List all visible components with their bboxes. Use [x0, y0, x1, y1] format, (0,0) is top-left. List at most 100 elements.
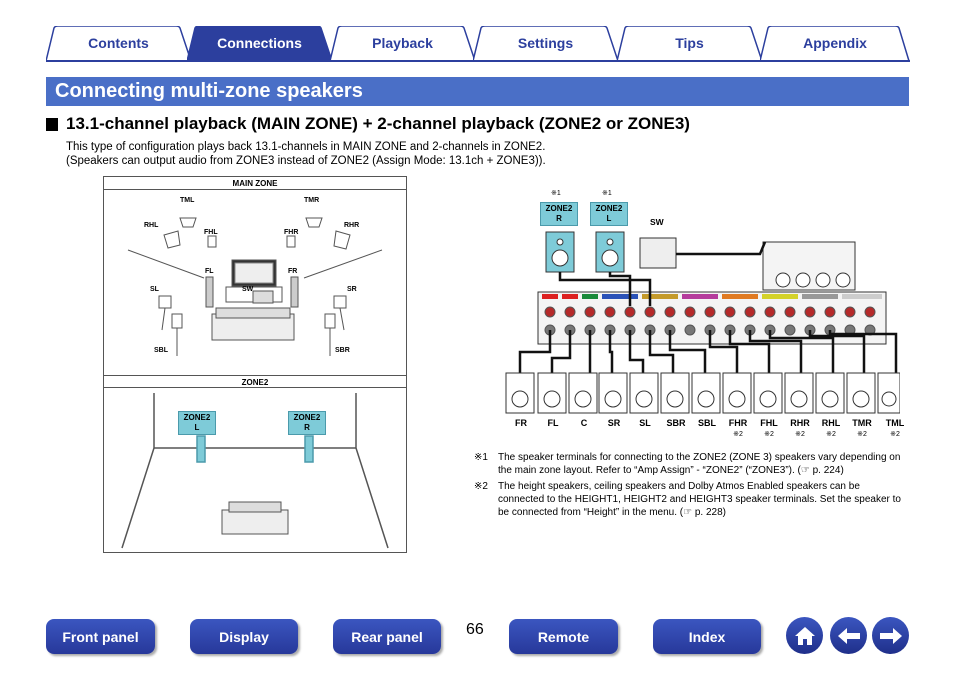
note-mark: ※1	[551, 190, 561, 197]
home-button[interactable]	[786, 617, 823, 654]
speaker-label-rhl: RHL	[144, 222, 159, 229]
rear-speaker-note: ※2	[795, 431, 805, 438]
rear-speaker-label: TML	[885, 418, 905, 428]
zone-tag-line: ZONE2	[183, 413, 211, 422]
rear-panel-button[interactable]: Rear panel	[333, 619, 441, 654]
rear-speaker-note: ※2	[890, 431, 900, 438]
display-button[interactable]: Display	[190, 619, 298, 654]
footnote-mark: ※1	[474, 452, 488, 463]
speaker-label-fr: FR	[288, 268, 298, 275]
rear-speaker-label: TMR	[852, 418, 872, 428]
subwoofer-label: SW	[650, 217, 664, 227]
page-number: 66	[466, 621, 484, 638]
heading-square-icon	[46, 117, 58, 131]
rear-speaker-label: SBL	[698, 418, 716, 428]
tab-settings[interactable]: Settings	[473, 26, 618, 61]
remote-button[interactable]: Remote	[509, 619, 618, 654]
rear-speaker-label: FHR	[728, 418, 748, 428]
zone-tag-line: ZONE2	[545, 204, 573, 213]
front-panel-button[interactable]: Front panel	[46, 619, 155, 654]
rear-speaker-label: C	[580, 418, 588, 428]
speaker-label-fl: FL	[205, 268, 214, 275]
speaker-label-sbr: SBR	[335, 347, 350, 354]
rear-speaker-label: RHR	[790, 418, 810, 428]
main-zone-label: MAIN ZONE	[104, 177, 406, 190]
speaker-label-tmr: TMR	[304, 197, 320, 204]
speaker-label-sbl: SBL	[154, 347, 168, 354]
page-ref-link[interactable]: p. 228	[694, 507, 723, 518]
footnote: ※1 The speaker terminals for connecting …	[474, 451, 904, 477]
rear-zone2-r-tag: ZONE2 R	[540, 202, 578, 226]
intro-text: This type of configuration plays back 13…	[66, 140, 546, 168]
chapter-tabs: Contents Connections Playback Settings T…	[46, 26, 910, 62]
page-ref-icon: ☞	[800, 465, 810, 476]
intro-line: This type of configuration plays back 13…	[66, 141, 546, 153]
rear-speaker-label: FHL	[760, 418, 778, 428]
page-title-bar: Connecting multi-zone speakers	[46, 77, 909, 106]
footnote-body: The height speakers, ceiling speakers an…	[498, 481, 901, 518]
zone-tag-line: L	[606, 214, 612, 223]
rear-speaker-note: ※2	[826, 431, 836, 438]
tab-label: Settings	[517, 35, 574, 51]
footnote-mark: ※2	[474, 481, 488, 492]
speaker-terminal-strip	[542, 294, 882, 299]
zone-tag-line: R	[556, 214, 562, 223]
tab-label: Connections	[217, 35, 302, 51]
rear-speaker-label: SR	[607, 418, 621, 428]
speaker-label-sr: SR	[347, 286, 357, 293]
note-mark: ※1	[602, 190, 612, 197]
zone-tag-line: L	[194, 423, 200, 432]
speaker-label-tml: TML	[180, 197, 195, 204]
tab-label: Tips	[675, 35, 704, 51]
footnote-body: The speaker terminals for connecting to …	[498, 452, 901, 476]
tab-tips[interactable]: Tips	[617, 26, 762, 61]
zone2-left-tag: ZONE2 L	[178, 411, 216, 435]
zone2-label: ZONE2	[104, 375, 406, 388]
zone-tag-line: R	[304, 423, 310, 432]
rear-panel-wiring-diagram	[505, 231, 900, 414]
page-ref-link[interactable]: p. 224	[812, 465, 841, 476]
footnote: ※2 The height speakers, ceiling speakers…	[474, 480, 904, 519]
zone-tag-line: ZONE2	[293, 413, 321, 422]
tab-contents[interactable]: Contents	[46, 26, 191, 61]
footnote-text: The height speakers, ceiling speakers an…	[498, 481, 901, 518]
index-button[interactable]: Index	[653, 619, 761, 654]
zone-tag-line: ZONE2	[595, 204, 623, 213]
home-icon	[794, 626, 815, 645]
rear-speaker-label: SBR	[666, 418, 686, 428]
rear-zone2-l-tag: ZONE2 L	[590, 202, 628, 226]
speaker-label-sl: SL	[150, 286, 159, 293]
rear-speaker-note: ※2	[857, 431, 867, 438]
main-zone-room-drawing	[127, 217, 383, 356]
intro-line: (Speakers can output audio from ZONE3 in…	[66, 155, 546, 167]
zone2-right-tag: ZONE2 R	[288, 411, 326, 435]
rear-speaker-label: RHL	[821, 418, 841, 428]
page-ref-icon: ☞	[683, 507, 693, 518]
tab-connections[interactable]: Connections	[187, 26, 332, 61]
rear-speaker-label: FR	[515, 418, 527, 428]
arrow-right-icon	[879, 627, 902, 644]
section-heading: 13.1-channel playback (MAIN ZONE) + 2-ch…	[46, 114, 690, 134]
speaker-label-fhl: FHL	[204, 229, 218, 236]
tab-appendix[interactable]: Appendix	[760, 26, 910, 61]
page-title: Connecting multi-zone speakers	[55, 80, 363, 102]
zone2-room-drawing	[121, 393, 389, 549]
speaker-label-fhr: FHR	[284, 229, 299, 236]
section-heading-text: 13.1-channel playback (MAIN ZONE) + 2-ch…	[66, 114, 690, 133]
arrow-left-icon	[837, 627, 860, 644]
footnotes: ※1 The speaker terminals for connecting …	[474, 451, 904, 522]
tab-divider	[46, 60, 910, 62]
tab-playback[interactable]: Playback	[330, 26, 475, 61]
speaker-label-sw: SW	[242, 286, 254, 293]
speaker-label-rhr: RHR	[344, 222, 360, 229]
footnote-text: The speaker terminals for connecting to …	[498, 452, 901, 476]
rear-speaker-note: ※2	[764, 431, 774, 438]
rear-speaker-label: FL	[547, 418, 559, 428]
rear-speaker-label: SL	[639, 418, 651, 428]
tab-label: Playback	[372, 35, 433, 51]
tab-label: Contents	[88, 35, 149, 51]
rear-speaker-note: ※2	[733, 431, 743, 438]
back-button[interactable]	[830, 617, 867, 654]
forward-button[interactable]	[872, 617, 909, 654]
tab-label: Appendix	[803, 35, 867, 51]
